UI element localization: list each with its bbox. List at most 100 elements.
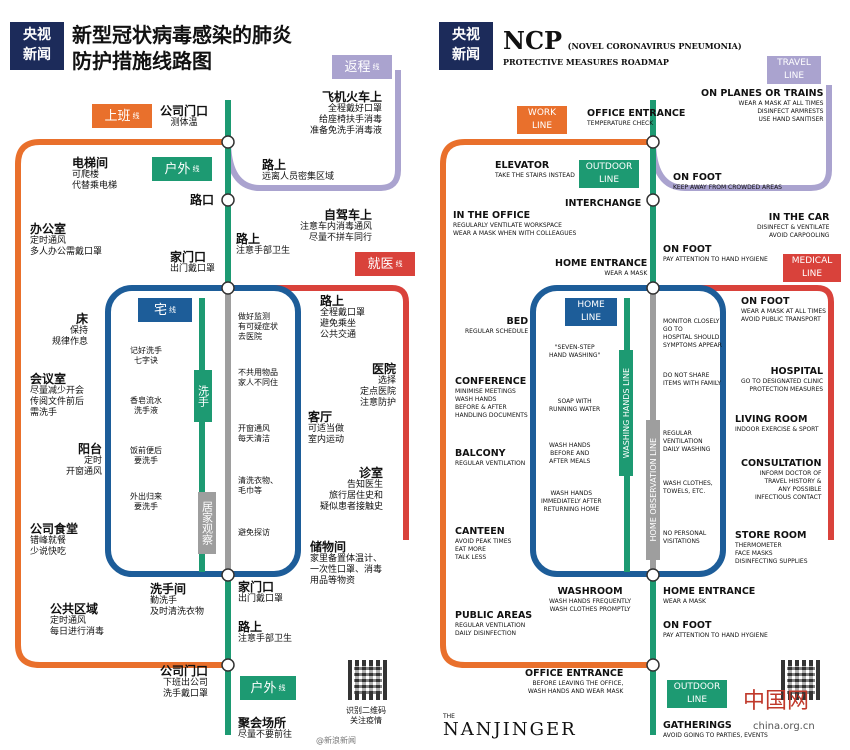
en-interchange-node — [646, 568, 660, 582]
cn-interchange-node — [221, 281, 235, 295]
cctv-news-logo-en: 央视新闻 — [439, 22, 493, 70]
en-title-main: NCP — [503, 26, 563, 55]
en-wash-item: WASH HANDS BEFORE AND AFTER MEALS — [549, 442, 591, 465]
en-home-line — [530, 285, 726, 577]
en-travel-line-badge: TRAVEL LINE — [767, 56, 821, 84]
cn-station-public: 公共区域定时通风 每日进行消毒 — [50, 602, 105, 637]
en-title-paren: (NOVEL CORONAVIRUS PNEUMONIA) — [567, 41, 742, 51]
cn-station-car: 自驾车上注意车内消毒通风 尽量不拼车同行 — [300, 208, 373, 243]
cn-wash-item: 香皂流水 洗手液 — [130, 396, 162, 415]
en-brand: NANJINGER — [443, 719, 577, 740]
en-title-sub: PROTECTIVE MEASURES ROADMAP — [503, 57, 669, 67]
cn-observe-item: 不共用物品 家人不同住 — [238, 368, 278, 387]
cn-station-office: 办公室定时通风 多人办公需戴口罩 — [30, 222, 103, 257]
cn-home-line-badge: 宅线 — [138, 298, 192, 322]
en-interchange-node — [646, 135, 660, 149]
cn-wash-item: 饭前便后 要洗手 — [130, 446, 162, 465]
cn-interchange-node — [221, 135, 235, 149]
cn-outdoor-line-badge: 户外线 — [152, 157, 212, 181]
cn-station-living: 客厅可适当做 室内运动 — [308, 410, 345, 445]
en-watermark: china.org.cn — [753, 721, 815, 732]
cn-station-gathering: 聚会场所尽量不要前往 — [238, 716, 293, 740]
en-observe-item: NO PERSONAL VISITATIONS — [663, 530, 707, 545]
chinese-roadmap-panel: 央视新闻 新型冠状病毒感染的肺炎 防护措施线路图 上班线 户外线 返程线 就医线… — [10, 22, 415, 745]
cn-watermark: @新浪新闻 — [316, 736, 356, 745]
en-observe-line-badge: HOME OBSERVATION LINE — [646, 420, 660, 560]
cn-station-plane: 飞机火车上全程戴好口罩 给座椅扶手消毒 准备免洗手消毒液 — [310, 90, 383, 136]
en-outdoor-line-badge: OUTDOOR LINE — [579, 160, 639, 188]
en-observe-item: REGULAR VENTILATION DAILY WASHING — [663, 430, 711, 453]
cn-station-elevator: 电梯间可爬楼 代替乘电梯 — [72, 156, 118, 191]
en-home-line-badge: HOME LINE — [565, 298, 617, 326]
en-work-line-badge: WORK LINE — [517, 106, 567, 134]
cn-interchange-node — [221, 193, 235, 207]
cn-interchange-node — [221, 658, 235, 672]
cn-station-bed: 床保持 规律作息 — [52, 312, 89, 347]
cn-travel-line — [225, 70, 401, 191]
cn-station-hospital: 医院选择 定点医院 注意防护 — [360, 362, 397, 408]
cn-station-road-4: 路上注意手部卫生 — [238, 620, 293, 644]
cn-observe-item: 清洗衣物、 毛巾等 — [238, 476, 278, 495]
en-interchange-node — [646, 281, 660, 295]
en-observe-item: WASH CLOTHES, TOWELS, ETC. — [663, 480, 713, 495]
cn-wash-item: 外出归来 要洗手 — [130, 492, 162, 511]
en-travel-line — [650, 85, 832, 191]
en-qr-code[interactable] — [781, 660, 821, 700]
cn-qr-caption: 识别二维码 关注疫情 — [346, 706, 386, 725]
english-roadmap-panel: 央视新闻 NCP (NOVEL CORONAVIRUS PNEUMONIA) P… — [425, 0, 850, 750]
cn-route-map — [15, 70, 409, 735]
cn-station-junction: 路口 — [190, 193, 215, 207]
cn-title: 新型冠状病毒感染的肺炎 防护措施线路图 — [72, 22, 292, 74]
en-work-line — [440, 139, 653, 668]
cn-station-road-2: 路上注意手部卫生 — [236, 232, 291, 256]
cn-title-line1: 新型冠状病毒感染的肺炎 — [72, 23, 292, 47]
cn-qr-code[interactable] — [348, 660, 388, 700]
cn-station-home-gate-2: 家门口出门戴口罩 — [238, 580, 284, 604]
en-wash-item: "SEVEN-STEP HAND WASHING" — [549, 344, 601, 359]
en-interchange-node — [646, 658, 660, 672]
en-medical-line — [653, 285, 834, 540]
cn-station-canteen: 公司食堂错峰就餐 少说快吃 — [30, 522, 79, 557]
en-medical-line-badge: MEDICAL LINE — [783, 254, 841, 282]
en-observe-item: MONITOR CLOSELY GO TO HOSPITAL SHOULD SY… — [663, 318, 722, 349]
cn-station-storage: 储物间家里备置体温计、 一次性口罩、消毒 用品等物资 — [310, 540, 383, 586]
en-brand-small: THE — [443, 713, 455, 720]
cn-travel-line-badge: 返程线 — [332, 55, 392, 79]
en-route-map — [440, 85, 834, 735]
cn-station-road-1: 路上远离人员密集区域 — [262, 158, 335, 182]
en-watermark-cn: 中国网 — [743, 689, 810, 714]
cn-home-line — [105, 285, 301, 577]
cn-observe-item: 做好监测 有可疑症状 去医院 — [238, 312, 278, 341]
en-wash-item: WASH HANDS IMMEDIATELY AFTER RETURNING H… — [541, 490, 602, 513]
cn-observe-line-badge: 居家观察 — [198, 492, 216, 554]
cn-observe-item: 避免探访 — [238, 528, 270, 537]
cn-station-washroom: 洗手间勤洗手 及时清洗衣物 — [150, 582, 205, 617]
en-wash-line-badge: WASHING HANDS LINE — [619, 350, 633, 476]
cn-station-road-3: 路上全程戴口罩 避免乘坐 公共交通 — [320, 294, 366, 340]
cn-wash-line-badge: 洗手 — [194, 370, 212, 422]
en-title: NCP (NOVEL CORONAVIRUS PNEUMONIA) PROTEC… — [503, 26, 742, 67]
cn-medical-line-badge: 就医线 — [355, 252, 415, 276]
en-interchange-node — [646, 193, 660, 207]
